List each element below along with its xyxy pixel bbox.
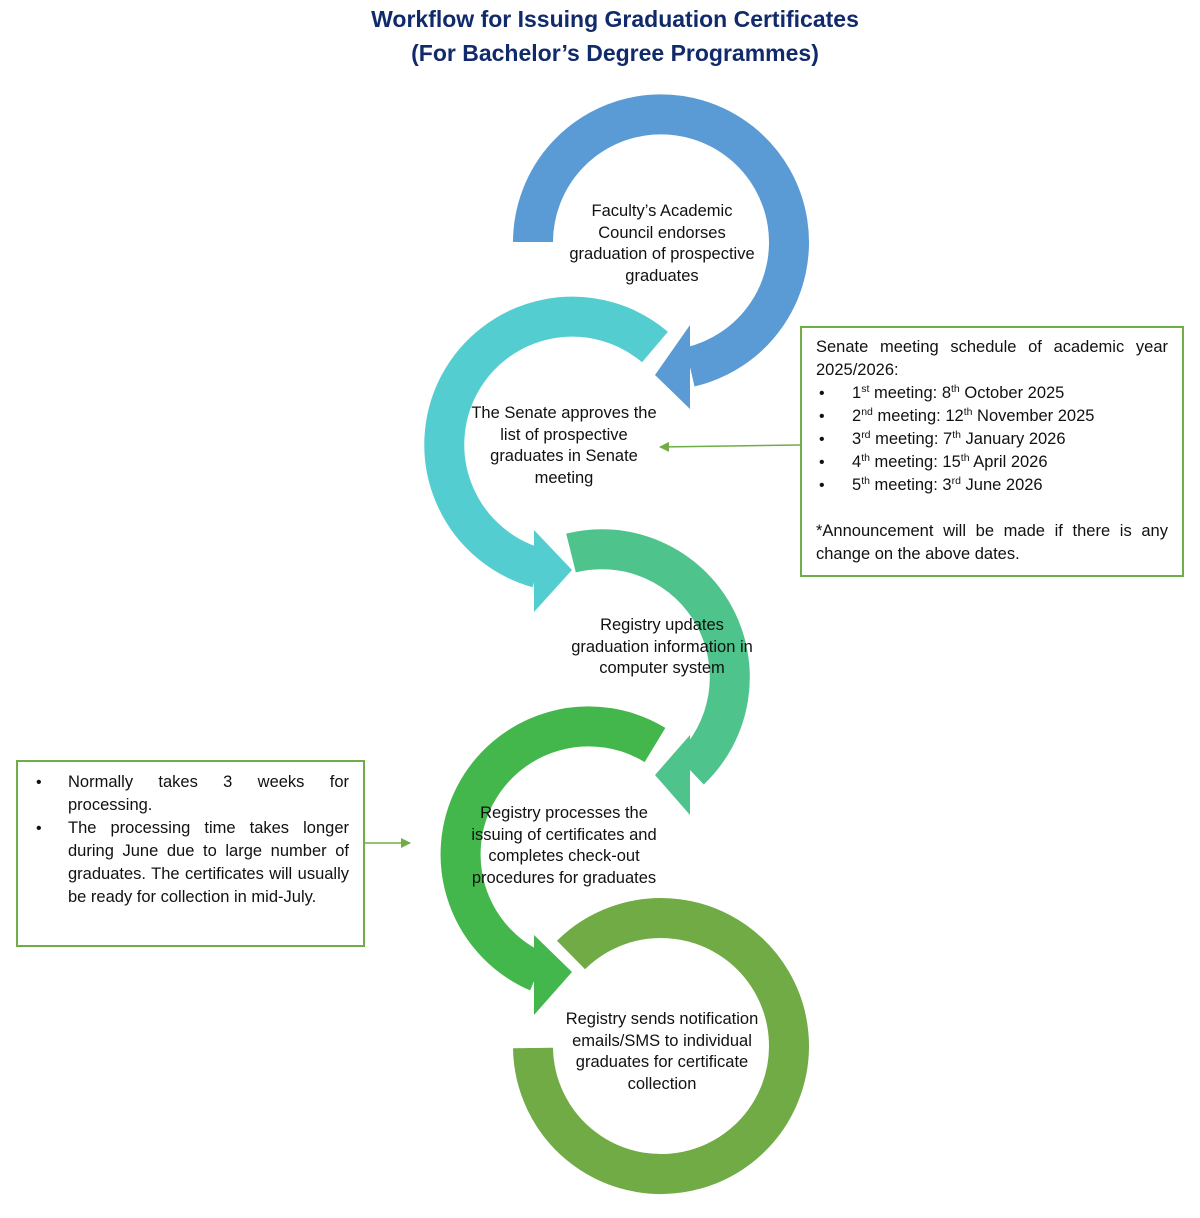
- list-item: • Normally takes 3 weeks for processing.: [32, 771, 349, 817]
- senate-schedule-footnote: *Announcement will be made if there is a…: [816, 522, 1168, 563]
- bullet-icon: •: [819, 385, 825, 402]
- senate-schedule-intro: Senate meeting schedule of academic year…: [816, 338, 1168, 379]
- step-1-arrow: [513, 94, 809, 409]
- bullet-icon: •: [819, 454, 825, 471]
- bullet-icon: •: [36, 820, 42, 837]
- step-5-arrow: [513, 898, 809, 1194]
- processing-time-note: •Normally takes 3 weeks for processing. …: [16, 760, 365, 947]
- bullet-icon: •: [819, 431, 825, 448]
- list-item: • The processing time takes longer during…: [32, 817, 349, 909]
- step-3-text: Registry updates graduation information …: [571, 616, 753, 677]
- senate-note-connector: [659, 441, 801, 452]
- list-item: •1st meeting: 8th October 2025: [816, 382, 1168, 405]
- processing-note-bullet-2: The processing time takes longer during …: [68, 819, 349, 906]
- step-3-arrow: [566, 529, 750, 815]
- senate-meeting-list: •1st meeting: 8th October 2025 •2nd meet…: [816, 382, 1168, 497]
- list-item: •3rd meeting: 7th January 2026: [816, 428, 1168, 451]
- step-2-arrow: [424, 296, 668, 612]
- list-item: •4th meeting: 15th April 2026: [816, 451, 1168, 474]
- bullet-icon: •: [36, 774, 42, 791]
- title-line-2: (For Bachelor’s Degree Programmes): [411, 40, 819, 66]
- step-2-text: The Senate approves the list of prospect…: [471, 404, 657, 487]
- bullet-icon: •: [819, 408, 825, 425]
- list-item: •5th meeting: 3rd June 2026: [816, 474, 1168, 497]
- step-4-text: Registry processes the issuing of certif…: [471, 804, 657, 887]
- step-1-text: Faculty’s Academic Council endorses grad…: [569, 202, 755, 285]
- processing-note-bullet-1: Normally takes 3 weeks for processing.: [68, 773, 349, 814]
- list-item: •2nd meeting: 12th November 2025: [816, 405, 1168, 428]
- title-line-1: Workflow for Issuing Graduation Certific…: [371, 6, 859, 32]
- senate-schedule-note: Senate meeting schedule of academic year…: [800, 326, 1184, 577]
- step-4-arrow: [440, 706, 666, 1015]
- processing-note-list: •Normally takes 3 weeks for processing. …: [32, 771, 349, 909]
- page-title: Workflow for Issuing Graduation Certific…: [0, 2, 1200, 70]
- bullet-icon: •: [819, 477, 825, 494]
- step-5-text: Registry sends notification emails/SMS t…: [565, 1010, 759, 1093]
